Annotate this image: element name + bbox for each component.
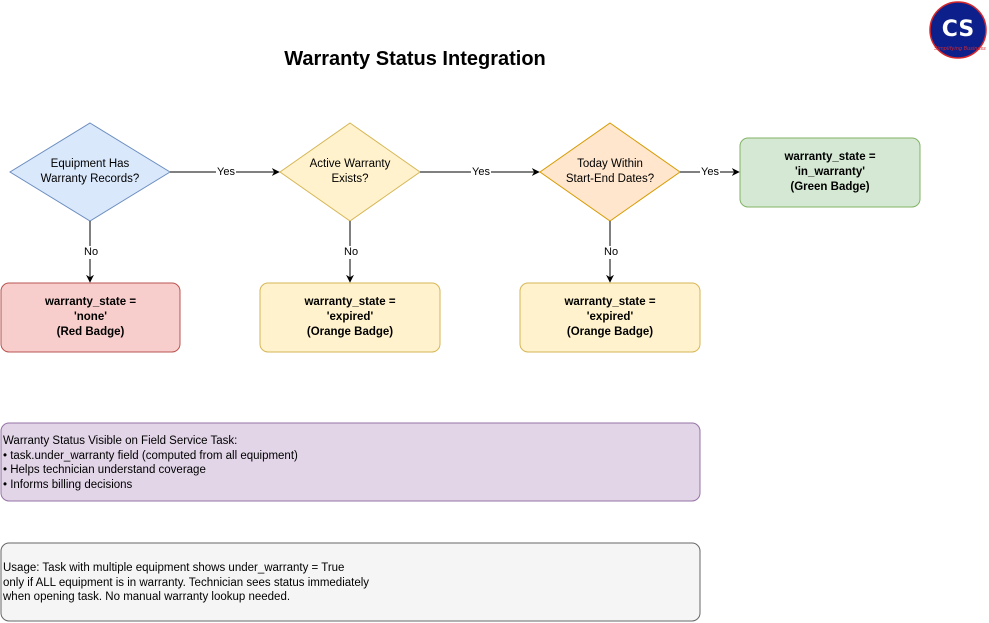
- result-none-shape: [0, 282, 181, 353]
- logo-letters: CS: [942, 17, 974, 42]
- edge-no-2-label: No: [343, 246, 360, 259]
- edge-no-1-label: No: [83, 246, 100, 259]
- result-none-label: warranty_state = 'none' (Red Badge): [44, 296, 137, 338]
- result-expired-2-shape: [519, 282, 701, 353]
- diagram-title: Warranty Status Integration: [284, 48, 546, 70]
- edge-no-3-label: No: [603, 246, 620, 259]
- result-in-warranty-shape: [739, 137, 921, 208]
- edge-yes-1-label: Yes: [216, 166, 236, 179]
- result-in-warranty-label: warranty_state = 'in_warranty' (Green Ba…: [784, 151, 876, 193]
- logo-tagline: Simplifying Business: [934, 46, 986, 52]
- note-visibility-text: Warranty Status Visible on Field Service…: [3, 435, 298, 491]
- note-usage-shape: [0, 542, 701, 622]
- result-expired-1-shape: [259, 282, 441, 353]
- decision-dates-label: Today Within Start-End Dates?: [565, 158, 655, 185]
- cs-logo-icon: CS Simplifying Business: [929, 1, 987, 59]
- edge-yes-3-label: Yes: [700, 166, 720, 179]
- decision-records-label: Equipment Has Warranty Records?: [40, 158, 140, 185]
- note-usage-text: Usage: Task with multiple equipment show…: [3, 562, 370, 603]
- decision-active-label: Active Warranty Exists?: [309, 158, 391, 185]
- result-expired-1-label: warranty_state = 'expired' (Orange Badge…: [304, 296, 396, 338]
- note-visibility-shape: [0, 422, 701, 502]
- result-expired-2-label: warranty_state = 'expired' (Orange Badge…: [564, 296, 656, 338]
- edge-yes-2-label: Yes: [471, 166, 491, 179]
